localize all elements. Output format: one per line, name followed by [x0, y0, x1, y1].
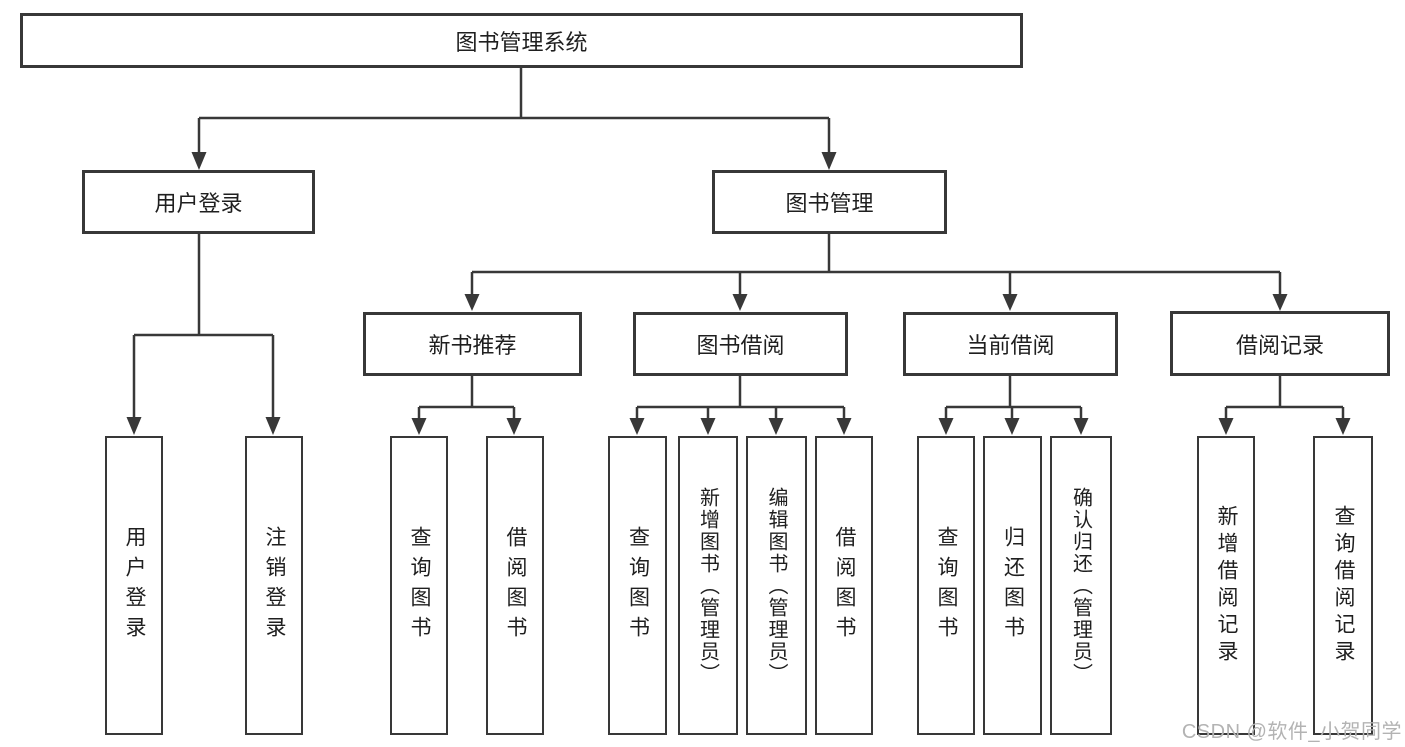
leaf-query-book-1: 查询图书 — [390, 436, 448, 735]
node-current-borrow: 当前借阅 — [903, 312, 1118, 376]
leaf-query-book-2: 查询图书 — [608, 436, 667, 735]
leaf-edit-book-admin: 编辑图书（管理员） — [746, 436, 807, 735]
leaf-add-book-admin: 新增图书（管理员） — [678, 436, 738, 735]
csdn-watermark: CSDN @软件_小贺同学 — [1181, 721, 1402, 743]
connector-lines — [132, 68, 1345, 420]
leaf-borrow-book-2: 借阅图书 — [815, 436, 873, 735]
leaf-user-login: 用户登录 — [105, 436, 163, 735]
node-root: 图书管理系统 — [20, 13, 1023, 68]
leaf-confirm-return-admin: 确认归还（管理员） — [1050, 436, 1112, 735]
leaf-logout: 注销登录 — [245, 436, 303, 735]
leaf-return-book: 归还图书 — [983, 436, 1042, 735]
leaf-add-borrow-record: 新增借阅记录 — [1197, 436, 1255, 735]
leaf-borrow-book-1: 借阅图书 — [486, 436, 544, 735]
node-book-management: 图书管理 — [712, 170, 947, 234]
leaf-query-book-3: 查询图书 — [917, 436, 975, 735]
node-new-book-recommend: 新书推荐 — [363, 312, 582, 376]
arrowheads — [126, 152, 1351, 435]
node-borrow-records: 借阅记录 — [1170, 311, 1390, 376]
node-user-login: 用户登录 — [82, 170, 315, 234]
leaf-query-borrow-record: 查询借阅记录 — [1313, 436, 1373, 735]
node-book-borrow: 图书借阅 — [633, 312, 848, 376]
